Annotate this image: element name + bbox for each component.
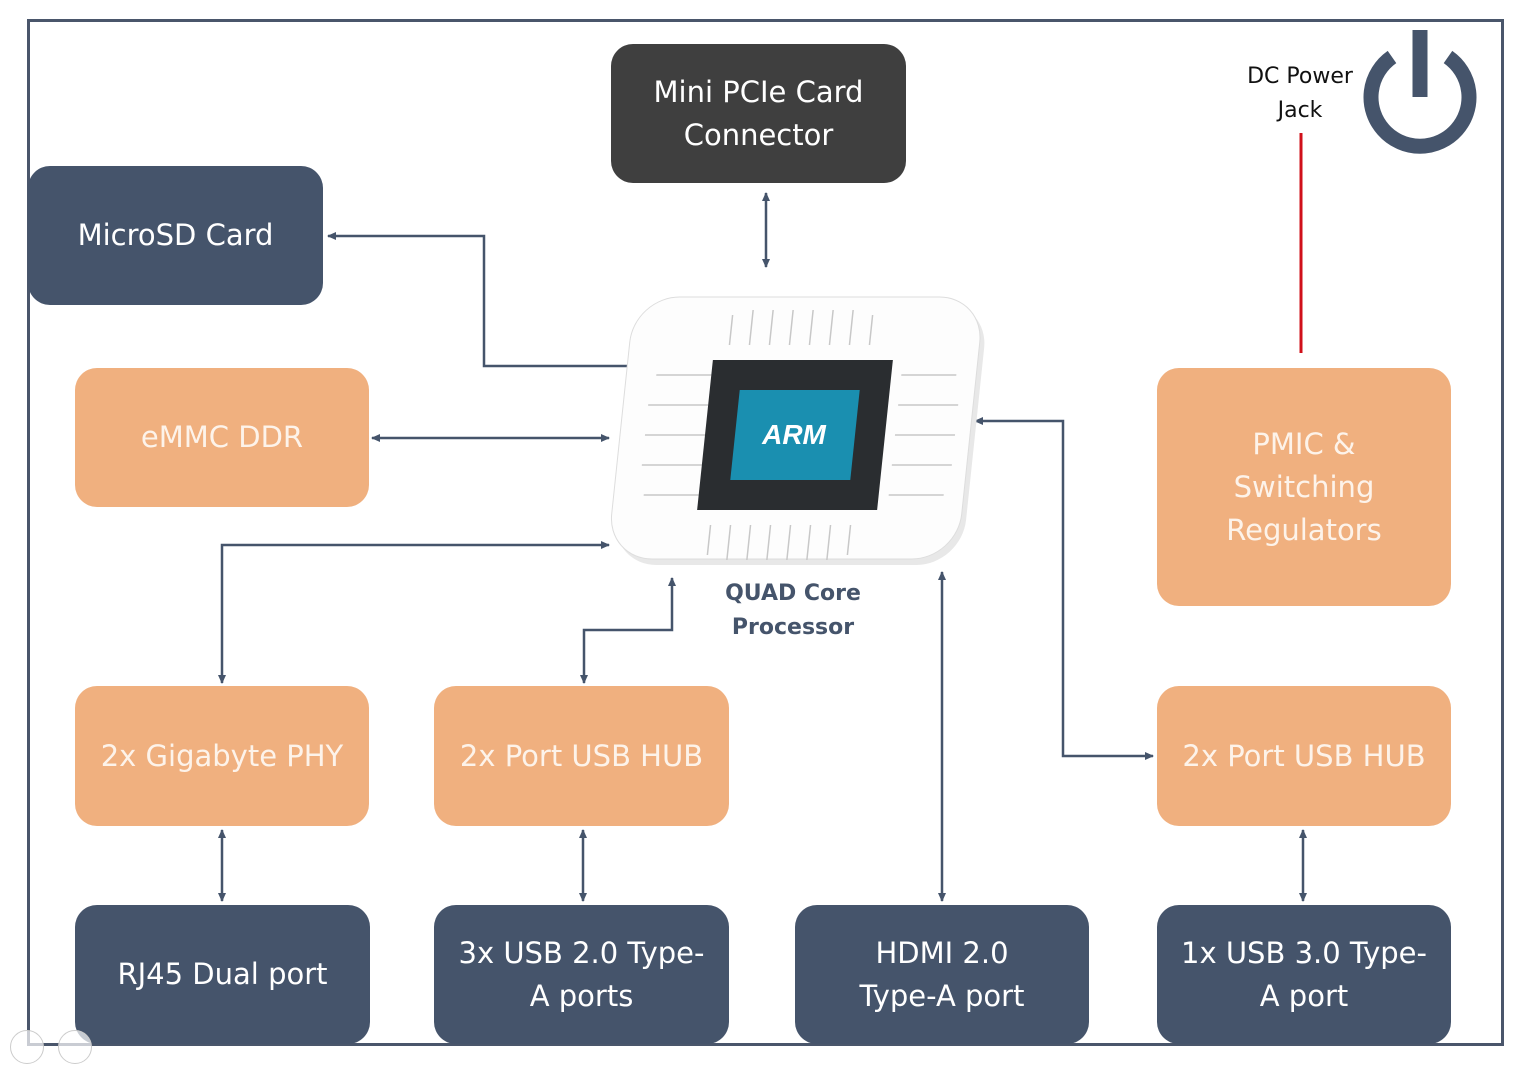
arrow-phy (218, 541, 610, 684)
block-hdmi: HDMI 2.0 Type-A port (795, 905, 1089, 1044)
more-options-icon[interactable] (58, 1030, 92, 1064)
dc-power-jack-label: DC Power Jack (1247, 64, 1353, 123)
block-emmc: eMMC DDR (75, 368, 369, 507)
arrow-usb-hub-left (580, 577, 676, 684)
block-rj45: RJ45 Dual port (75, 905, 370, 1044)
zoom-icon[interactable] (10, 1030, 44, 1064)
processor-chip (610, 296, 985, 565)
processor-label: QUAD Core Processor (725, 581, 861, 640)
block-usb3-port: 1x USB 3.0 Type- A port (1157, 905, 1451, 1044)
block-gigabit-phy: 2x Gigabyte PHY (75, 686, 369, 826)
diagram-frame (27, 19, 1504, 1046)
block-pmic: PMIC & Switching Regulators (1157, 368, 1451, 606)
block-usb-hub-left: 2x Port USB HUB (434, 686, 729, 826)
block-mini-pcie: Mini PCIe Card Connector (611, 44, 906, 183)
block-usb-hub-right: 2x Port USB HUB (1157, 686, 1451, 826)
block-usb2-ports: 3x USB 2.0 Type- A ports (434, 905, 729, 1044)
arrow-usb-hub-right (974, 417, 1154, 760)
arm-logo: ARM (761, 419, 826, 450)
power-icon (1363, 30, 1477, 154)
block-microsd: MicroSD Card (28, 166, 323, 305)
arrow-microsd (327, 232, 643, 370)
